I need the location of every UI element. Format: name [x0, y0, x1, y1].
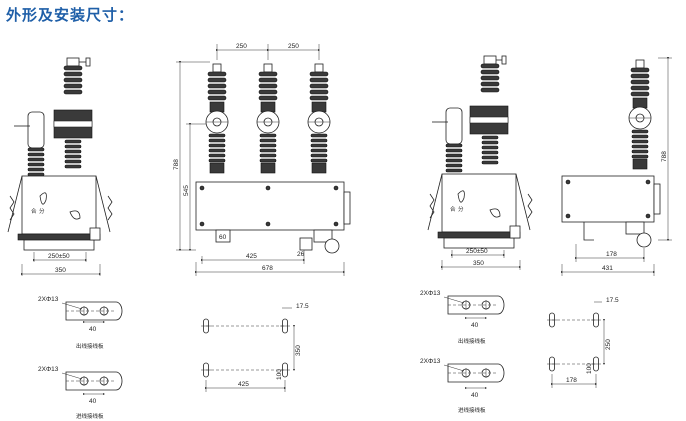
- side-view-2-dim-178: 178: [606, 251, 617, 258]
- page-title: 外形及安装尺寸：: [6, 6, 135, 24]
- mount-2-dim-178: 178: [566, 377, 577, 384]
- mount-1-dim-350: 350: [295, 345, 302, 356]
- plate-2-top-hole-label: 2XΦ13: [420, 290, 441, 297]
- plate-1-bottom-caption: 进线接线板: [76, 412, 104, 420]
- side-view-1-dim-60: 60: [219, 234, 227, 241]
- side-view-2-dim-width: 431: [602, 265, 613, 272]
- side-view-1-dim-spacing-2: 250: [288, 43, 299, 50]
- side-view-1-dim-425: 425: [246, 253, 257, 260]
- inlet-plate-2: 2XΦ13 40 进线接线板: [420, 358, 505, 414]
- side-view-1-dim-26: 26: [297, 251, 305, 258]
- side-view-1-dim-width: 678: [262, 265, 273, 272]
- plate-2-bottom-dim: 40: [471, 392, 479, 399]
- front-view-2-dim-bottom: 250±50: [466, 248, 488, 255]
- front-view-2: 合 分 250±50 350: [427, 55, 533, 270]
- front-view-2-dim-width: 350: [473, 260, 484, 267]
- plate-1-top-hole-label: 2XΦ13: [38, 296, 59, 303]
- open-label: 分: [39, 207, 45, 215]
- plate-1-bottom-hole-label: 2XΦ13: [38, 366, 59, 373]
- plate-1-top-caption: 出线接线板: [76, 342, 104, 350]
- mount-1-dim-425: 425: [238, 381, 249, 388]
- side-view-2: 788 178 431: [561, 57, 672, 276]
- outlet-plate-2: 2XΦ13 40 出线接线板: [420, 290, 505, 345]
- close-label-2: 合: [450, 205, 456, 213]
- mounting-holes-2: 17.5 250 100 178: [546, 297, 619, 388]
- front-view-1-dim-bottom: 250±50: [48, 253, 70, 260]
- close-label: 合: [31, 207, 37, 215]
- mount-2-dim-17-5: 17.5: [606, 297, 619, 304]
- plate-2-bottom-hole-label: 2XΦ13: [420, 358, 441, 365]
- open-label-2: 分: [458, 205, 464, 213]
- mount-1-dim-17-5: 17.5: [296, 303, 309, 310]
- mount-2-dim-100: 100: [586, 363, 593, 374]
- mount-2-dim-250: 250: [605, 339, 612, 350]
- side-view-1: 250 250 788 545 60 425 26 678: [173, 43, 351, 276]
- outlet-plate-1: 2XΦ13 40 出线接线板: [38, 296, 123, 350]
- plate-1-top-dim: 40: [89, 326, 97, 333]
- inlet-plate-1: 2XΦ13 40 进线接线板: [38, 366, 123, 420]
- side-view-1-dim-height-total: 788: [173, 159, 180, 170]
- mounting-holes-1: 17.5 350 100 425: [200, 303, 309, 392]
- plate-2-top-caption: 出线接线板: [458, 337, 486, 345]
- side-view-1-dim-spacing-1: 250: [236, 43, 247, 50]
- side-view-2-dim-height-total: 788: [661, 151, 668, 162]
- mount-1-dim-100: 100: [276, 369, 283, 380]
- plate-2-bottom-caption: 进线接线板: [458, 406, 486, 414]
- front-view-1-dim-width: 350: [55, 267, 66, 274]
- plate-1-bottom-dim: 40: [89, 398, 97, 405]
- plate-2-top-dim: 40: [471, 322, 479, 329]
- side-view-1-dim-height-mid: 545: [183, 185, 190, 196]
- front-view-1: 合 分 250±50 350: [7, 57, 113, 276]
